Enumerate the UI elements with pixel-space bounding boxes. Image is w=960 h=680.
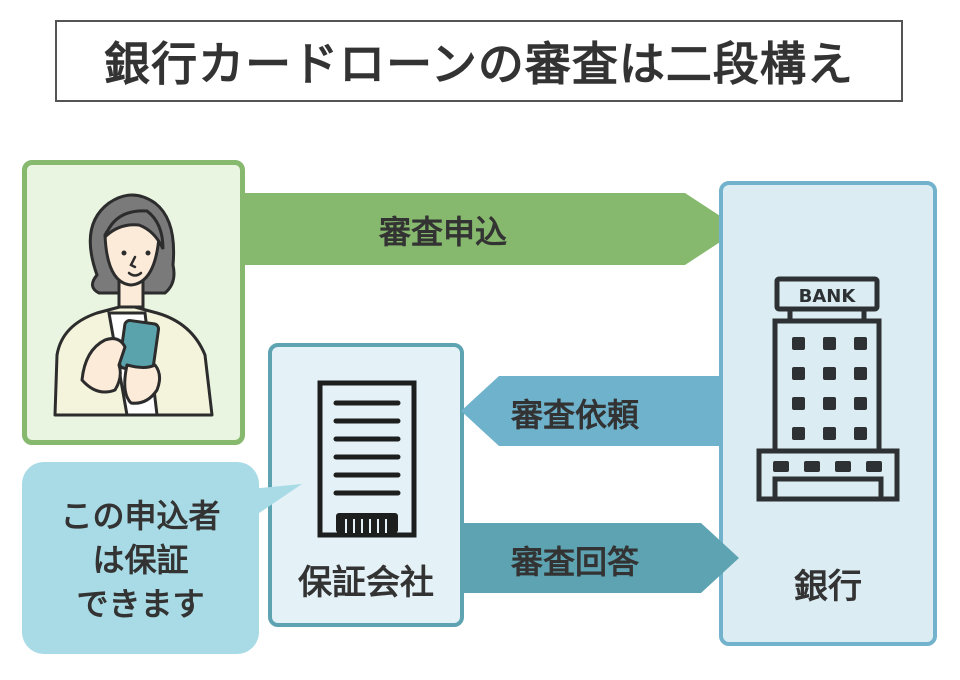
bank-box: BANK 銀行 (719, 181, 937, 646)
title-box: 銀行カードローンの審査は二段構え (55, 20, 903, 102)
arrow-request-label: 審査依頼 (511, 396, 640, 434)
guarantor-box: 保証会社 (268, 343, 464, 627)
arrow-apply-label: 審査申込 (379, 213, 508, 251)
woman-with-smartphone-icon (53, 193, 214, 417)
bank-label: 銀行 (794, 567, 862, 607)
speech-line: できます (76, 585, 205, 623)
arrow-apply-shape (245, 193, 740, 265)
speech-line: は保証 (92, 541, 189, 579)
guarantor-label: 保証会社 (298, 563, 434, 603)
diagram-title: 銀行カードローンの審査は二段構え (104, 37, 854, 91)
speech-bubble: この申込者 は保証 できます (22, 462, 259, 654)
speech-line: この申込者 (60, 497, 221, 535)
bank-building-icon: BANK (756, 276, 900, 502)
arrow-request-shape (461, 376, 721, 446)
arrow-answer-label: 審査回答 (511, 543, 640, 581)
bank-sign-text: BANK (799, 286, 857, 307)
arrow-request: 審査依頼 (461, 376, 721, 450)
arrow-answer-shape (461, 523, 739, 593)
speech-bubble-text: この申込者 は保証 できます (22, 494, 259, 626)
arrow-answer: 審査回答 (461, 523, 739, 597)
arrow-apply: 審査申込 (245, 193, 740, 269)
applicant-box (22, 160, 245, 445)
office-building-icon (317, 380, 417, 538)
